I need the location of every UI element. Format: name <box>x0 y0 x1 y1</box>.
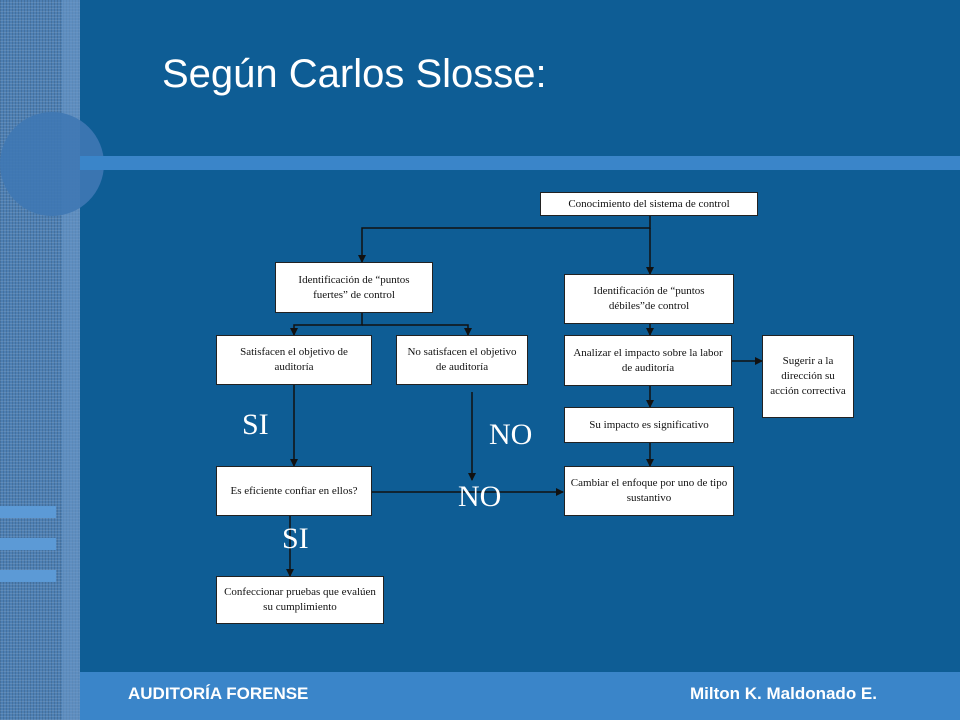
label-si-2: SI <box>282 522 309 555</box>
box-analizar: Analizar el impacto sobre la labor de au… <box>564 335 732 386</box>
connector-conocimiento-split <box>358 216 651 263</box>
footer-bar <box>80 672 960 720</box>
box-cambiar-text: Cambiar el enfoque por uno de tipo susta… <box>570 477 728 504</box>
box-no-satisfacen: No satisfacen el objetivo de auditoría <box>396 335 528 385</box>
box-puntos-debiles-text: Identificación de “puntos débiles”de con… <box>593 285 705 312</box>
box-satisfacen: Satisfacen el objetivo de auditoría <box>216 335 372 385</box>
box-conocimiento-text: Conocimiento del sistema de control <box>568 197 730 210</box>
box-analizar-text: Analizar el impacto sobre la labor de au… <box>573 346 723 374</box>
box-confeccionar: Confeccionar pruebas que evalúen su cump… <box>216 576 384 624</box>
title-divider <box>80 156 960 170</box>
box-puntos-fuertes-text: Identificación de “puntos fuertes” de co… <box>298 273 410 301</box>
decorative-bar-1 <box>0 506 56 518</box>
box-puntos-debiles: Identificación de “puntos débiles”de con… <box>564 274 734 324</box>
box-impacto-text: Su impacto es significativo <box>589 418 709 431</box>
decorative-bar-2 <box>0 538 56 550</box>
box-sugerir-text: Sugerir a la dirección su acción correct… <box>770 355 846 397</box>
box-confeccionar-text: Confeccionar pruebas que evalúen su cump… <box>224 586 376 613</box>
connector-fuertes-split <box>290 313 363 336</box>
box-impacto: Su impacto es significativo <box>564 407 734 443</box>
footer-author: Milton K. Maldonado E. <box>690 684 877 703</box>
box-eficiente: Es eficiente confiar en ellos? <box>216 466 372 516</box>
decorative-bar-3 <box>0 570 56 582</box>
connector-fuertes-nosatisfacen <box>362 324 472 336</box>
box-cambiar: Cambiar el enfoque por uno de tipo susta… <box>564 466 734 516</box>
box-no-satisfacen-text: No satisfacen el objetivo de auditoría <box>407 346 517 373</box>
box-satisfacen-text: Satisfacen el objetivo de auditoría <box>240 346 348 373</box>
box-eficiente-text: Es eficiente confiar en ellos? <box>230 484 358 497</box>
label-no-2: NO <box>458 480 502 513</box>
label-si-1: SI <box>242 408 269 441</box>
box-puntos-fuertes: Identificación de “puntos fuertes” de co… <box>275 262 433 313</box>
slide-title: Según Carlos Slosse: <box>162 52 547 96</box>
box-sugerir: Sugerir a la dirección su acción correct… <box>762 335 854 418</box>
label-no-1: NO <box>489 418 533 451</box>
footer-course: AUDITORÍA FORENSE <box>128 684 309 703</box>
box-conocimiento: Conocimiento del sistema de control <box>540 192 758 216</box>
